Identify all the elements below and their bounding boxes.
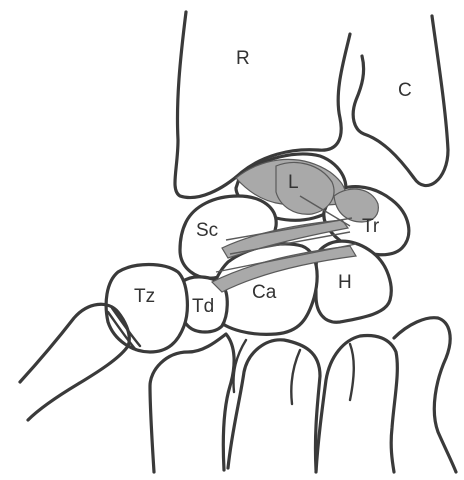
label-triquetrum: Tr <box>362 216 380 237</box>
fifth-metacarpal <box>394 318 456 472</box>
label-lunate: L <box>288 172 299 193</box>
label-trapezoid: Td <box>192 296 214 317</box>
fourth-metacarpal <box>316 336 397 472</box>
metacarpal-overlap-line-1 <box>291 350 300 404</box>
label-trapezium: Tz <box>134 286 155 307</box>
second-metacarpal <box>150 334 234 472</box>
metacarpal-overlap-line-2 <box>350 344 354 400</box>
label-ulna: C <box>398 80 412 101</box>
third-metacarpal <box>228 340 320 470</box>
trapezium-bone <box>106 265 187 353</box>
label-radius: R <box>236 48 250 69</box>
label-hamate: H <box>338 272 352 293</box>
label-scaphoid: Sc <box>196 220 218 241</box>
label-capitate: Ca <box>252 282 277 303</box>
